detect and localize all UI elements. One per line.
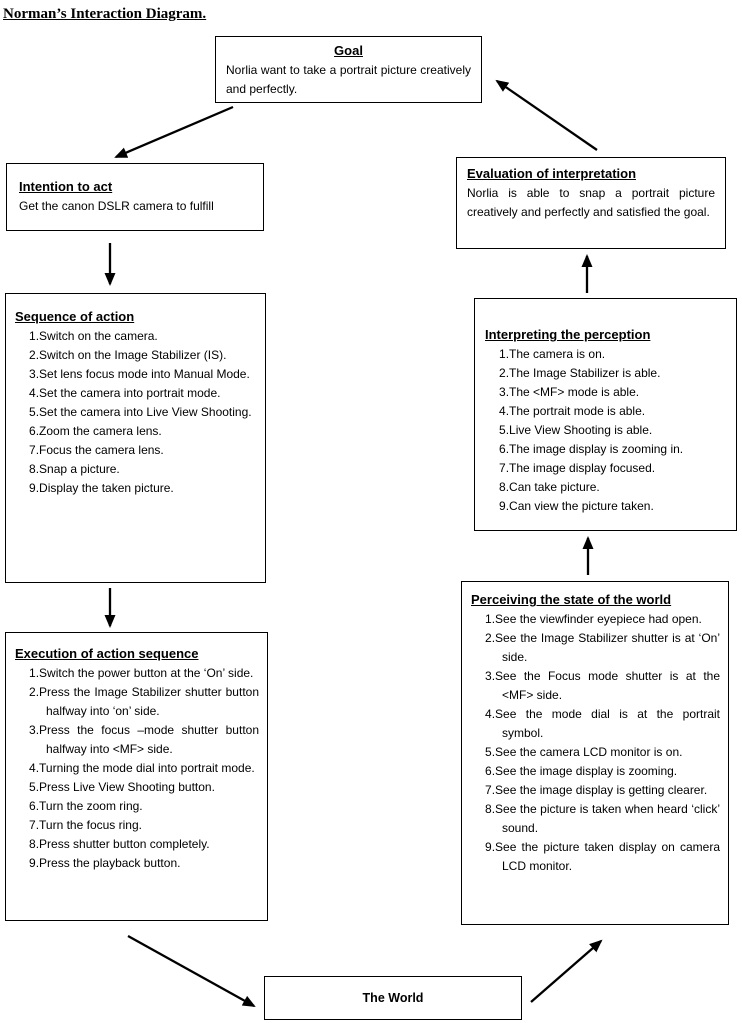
list-item: See the picture taken display on camera … (495, 840, 720, 873)
list-item: Live View Shooting is able. (509, 423, 653, 437)
list-item: Turn the zoom ring. (39, 799, 143, 813)
list-item: Set the camera into portrait mode. (39, 386, 221, 400)
goal-box: Goal Norlia want to take a portrait pict… (215, 36, 482, 103)
list-item: Set the camera into Live View Shooting. (39, 405, 252, 419)
goal-body: Norlia want to take a portrait picture c… (226, 63, 471, 96)
list-item: Press shutter button completely. (39, 837, 210, 851)
interpreting-box: Interpreting the perception The camera i… (474, 298, 737, 531)
evaluation-box: Evaluation of interpretation Norlia is a… (456, 157, 726, 249)
arrow-goal-to-intention (114, 105, 234, 159)
list-item: Focus the camera lens. (39, 443, 164, 457)
list-item: See the mode dial is at the portrait sym… (495, 707, 720, 740)
list-item: See the Focus mode shutter is at the <MF… (495, 669, 720, 702)
list-item: Can view the picture taken. (509, 499, 654, 513)
list-item: Set lens focus mode into Manual Mode. (39, 367, 250, 381)
intention-body: Get the canon DSLR camera to fulfill (19, 199, 214, 213)
list-item: The Image Stabilizer is able. (509, 366, 661, 380)
list-item: Switch the power button at the ‘On’ side… (39, 666, 254, 680)
list-item: The <MF> mode is able. (509, 385, 640, 399)
list-item: Zoom the camera lens. (39, 424, 162, 438)
sequence-list: Switch on the camera. Switch on the Imag… (15, 327, 257, 498)
evaluation-heading: Evaluation of interpretation (467, 166, 637, 181)
list-item: The image display is zooming in. (509, 442, 684, 456)
page-title: Norman’s Interaction Diagram. (3, 6, 207, 22)
list-item: Press Live View Shooting button. (39, 780, 215, 794)
list-item: Display the taken picture. (39, 481, 174, 495)
arrow-evaluation-to-goal (495, 79, 598, 151)
list-item: See the image display is getting clearer… (495, 783, 708, 797)
list-item: Switch on the camera. (39, 329, 158, 343)
perceiving-heading: Perceiving the state of the world (471, 592, 672, 607)
perceiving-box: Perceiving the state of the world See th… (461, 581, 729, 925)
list-item: Turning the mode dial into portrait mode… (39, 761, 255, 775)
arrow-execution-to-world (127, 934, 256, 1008)
evaluation-body: Norlia is able to snap a portrait pictur… (467, 186, 715, 219)
list-item: The portrait mode is able. (509, 404, 646, 418)
list-item: Turn the focus ring. (39, 818, 142, 832)
list-item: The camera is on. (509, 347, 606, 361)
list-item: See the image display is zooming. (495, 764, 678, 778)
execution-heading: Execution of action sequence (15, 646, 199, 661)
list-item: Press the playback button. (39, 856, 181, 870)
sequence-box: Sequence of action Switch on the camera.… (5, 293, 266, 583)
world-box: The World (264, 976, 522, 1020)
intention-box: Intention to act Get the canon DSLR came… (6, 163, 264, 231)
list-item: Press the focus –mode shutter button hal… (39, 723, 259, 756)
intention-heading: Intention to act (19, 179, 113, 194)
list-item: See the camera LCD monitor is on. (495, 745, 683, 759)
list-item: Can take picture. (509, 480, 600, 494)
list-item: The image display focused. (509, 461, 656, 475)
list-item: Switch on the Image Stabilizer (IS). (39, 348, 227, 362)
sequence-heading: Sequence of action (15, 309, 135, 324)
list-item: See the Image Stabilizer shutter is at ‘… (495, 631, 720, 664)
list-item: See the viewfinder eyepiece had open. (495, 612, 702, 626)
perceiving-list: See the viewfinder eyepiece had open. Se… (471, 610, 720, 876)
interpreting-list: The camera is on. The Image Stabilizer i… (485, 345, 728, 516)
arrow-world-to-perceiving (530, 939, 603, 1003)
list-item: Press the Image Stabilizer shutter butto… (39, 685, 259, 718)
execution-list: Switch the power button at the ‘On’ side… (15, 664, 259, 873)
world-label: The World (362, 990, 424, 1005)
list-item: See the picture is taken when heard ‘cli… (495, 802, 720, 835)
execution-box: Execution of action sequence Switch the … (5, 632, 268, 921)
goal-heading: Goal (334, 43, 363, 58)
list-item: Snap a picture. (39, 462, 120, 476)
interpreting-heading: Interpreting the perception (485, 327, 651, 342)
